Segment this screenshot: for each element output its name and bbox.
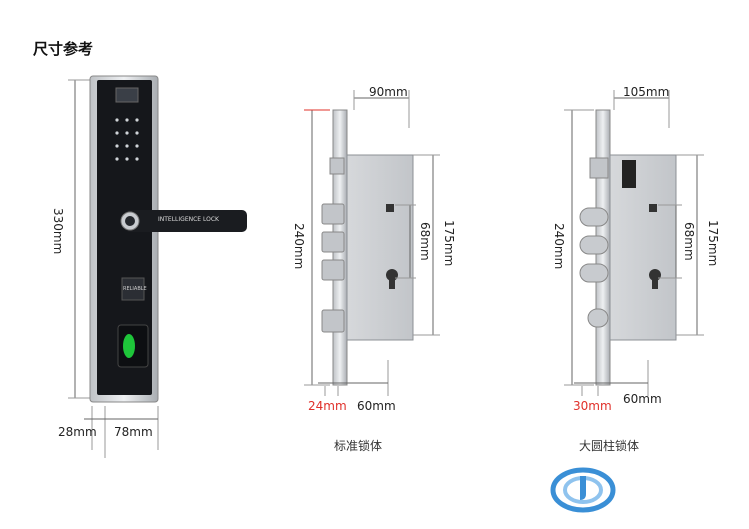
round-bolt-lock-body-image	[564, 90, 704, 396]
round-height-label: 240mm	[552, 223, 566, 270]
standard-bottom-width-label: 60mm	[357, 399, 396, 413]
brand-logo	[550, 467, 616, 513]
standard-middle-label: 68mm	[418, 222, 432, 261]
page-title: 尺寸参考	[33, 40, 94, 58]
smart-lock-image	[68, 75, 247, 458]
round-middle-label: 68mm	[682, 222, 696, 261]
round-top-width-label: 105mm	[623, 85, 670, 99]
standard-top-width-label: 90mm	[369, 85, 408, 99]
round-bottom-width-label: 60mm	[623, 392, 662, 406]
lock-width-label: 78mm	[114, 425, 153, 439]
handle-brand-text: INTELLIGENCE LOCK	[158, 216, 219, 223]
round-body-caption: 大圆柱锁体	[579, 439, 640, 453]
standard-inner-height-label: 175mm	[442, 220, 456, 267]
card-reader-text: RELIABLE	[123, 286, 147, 292]
lock-height-label: 330mm	[51, 208, 65, 255]
standard-offset-label: 24mm	[308, 399, 347, 413]
round-offset-label: 30mm	[573, 399, 612, 413]
standard-lock-body-image	[304, 90, 440, 396]
lock-depth-label: 28mm	[58, 425, 97, 439]
standard-height-label: 240mm	[292, 223, 306, 270]
standard-body-caption: 标准锁体	[334, 439, 383, 453]
round-inner-height-label: 175mm	[706, 220, 720, 267]
